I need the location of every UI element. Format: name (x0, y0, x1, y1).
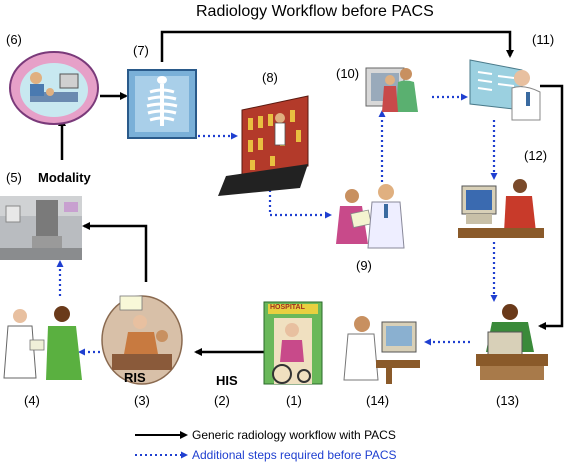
step-number-14: (14) (366, 393, 390, 408)
legend-swatches (135, 431, 188, 459)
step-number-2: (2) (214, 393, 230, 408)
modality-label: Modality (38, 170, 91, 185)
hospital-patient-wheelchair-icon (263, 301, 323, 385)
viewbox-review-icon (365, 67, 418, 112)
arrow-7-to-11 (160, 30, 514, 62)
ris-clerk-desk-icon (101, 295, 183, 385)
physician-computer-icon (343, 316, 420, 384)
step-number-4: (4) (24, 393, 40, 408)
hospital-sign: HOSPITAL (270, 304, 305, 311)
step-number-10: (10) (336, 66, 360, 81)
step-number-1: (1) (286, 393, 302, 408)
step-number-13: (13) (496, 393, 520, 408)
xray-machine-room-icon (0, 196, 82, 260)
step-number-9: (9) (356, 258, 372, 273)
chest-xray-film-icon (127, 69, 197, 139)
step-number-3: (3) (134, 393, 150, 408)
step-number-7: (7) (133, 43, 149, 58)
patient-exam-icon (9, 51, 99, 125)
step-number-6: (6) (6, 32, 22, 47)
step-number-11: (11) (532, 32, 555, 47)
radiologist-lightbox-icon (469, 59, 541, 121)
arrow-11-to-13 (538, 84, 564, 330)
reporting-desk-icon (476, 304, 548, 380)
diagram-title: Radiology Workflow before PACS (196, 3, 434, 20)
typist-computer-icon (458, 179, 544, 238)
legend-additional-label: Additional steps required before PACS (192, 448, 397, 462)
step-number-5: (5) (6, 170, 22, 185)
film-archive-shelves-icon (218, 95, 309, 196)
legend-generic-label: Generic radiology workflow with PACS (192, 428, 396, 442)
doctor-patient-consult-icon (3, 306, 82, 380)
arrow-8-to-9 (268, 185, 332, 219)
his-label: HIS (216, 373, 238, 388)
arrow-3-to-5 (82, 222, 148, 282)
step-number-8: (8) (262, 70, 278, 85)
ris-label: RIS (124, 370, 146, 385)
generic-flow-arrows (58, 30, 564, 356)
step-number-12: (12) (524, 148, 548, 163)
additional-flow-arrows (56, 93, 498, 356)
clerk-doctor-folder-icon (336, 184, 405, 249)
